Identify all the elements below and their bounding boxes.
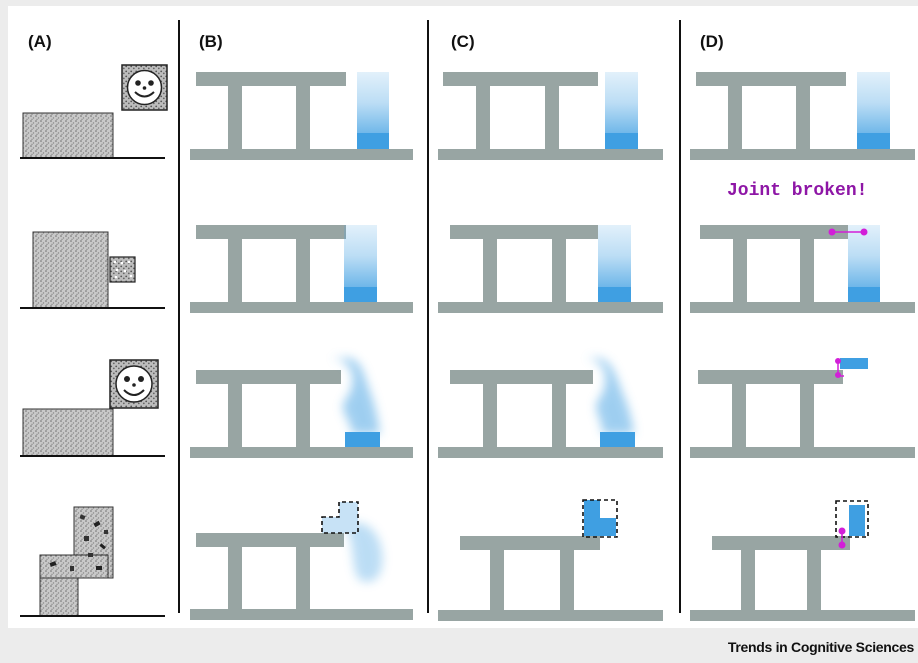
panel-b-row-4 (190, 533, 413, 620)
water-pool (345, 432, 380, 447)
water-pool (857, 133, 890, 149)
joint-marker (838, 527, 846, 549)
panel-c-row-2 (438, 225, 663, 313)
panel-d-row-1 (690, 72, 915, 160)
smiley-box-icon (121, 64, 168, 111)
water-twist (585, 358, 634, 434)
water-spray (345, 522, 383, 582)
joint-marker (835, 358, 844, 378)
dashed-outline (835, 500, 869, 538)
panel-a-row-4 (20, 506, 165, 617)
water-pool (605, 133, 638, 149)
panel-c-row-3 (438, 370, 663, 458)
panel-d-row-2 (690, 225, 915, 313)
water-pool (600, 432, 635, 447)
panel-c-row-1 (438, 72, 663, 160)
dashed-outline (582, 499, 618, 538)
water-pool (598, 287, 631, 302)
panel-b-row-1 (190, 72, 413, 160)
dashed-block (321, 501, 359, 534)
water-twist (330, 358, 380, 434)
footer-credit: Trends in Cognitive Sciences (727, 639, 914, 655)
joint-broken-annotation: Joint broken! (727, 181, 868, 201)
broken-joint-marker (828, 228, 868, 236)
blue-block (849, 505, 865, 536)
water-pool (344, 287, 377, 302)
panel-label-b: (B) (199, 32, 223, 51)
panel-c-row-4 (438, 536, 663, 621)
panel-a-row-3 (20, 359, 165, 457)
panel-d-row-4 (690, 536, 915, 621)
water-pool (848, 287, 880, 302)
panel-label-d: (D) (700, 32, 724, 51)
water-pool (357, 133, 389, 149)
panel-b-row-3 (190, 370, 413, 458)
panel-a-row-1 (20, 64, 168, 159)
smiley-box-icon (109, 359, 159, 409)
blue-plank (840, 358, 868, 369)
panel-a-row-2 (20, 231, 165, 309)
panel-b-row-2 (190, 225, 413, 313)
blue-l-block (584, 500, 616, 536)
panel-label-a: (A) (28, 32, 52, 51)
panel-label-c: (C) (451, 32, 475, 51)
panel-d-row-3 (690, 370, 915, 458)
